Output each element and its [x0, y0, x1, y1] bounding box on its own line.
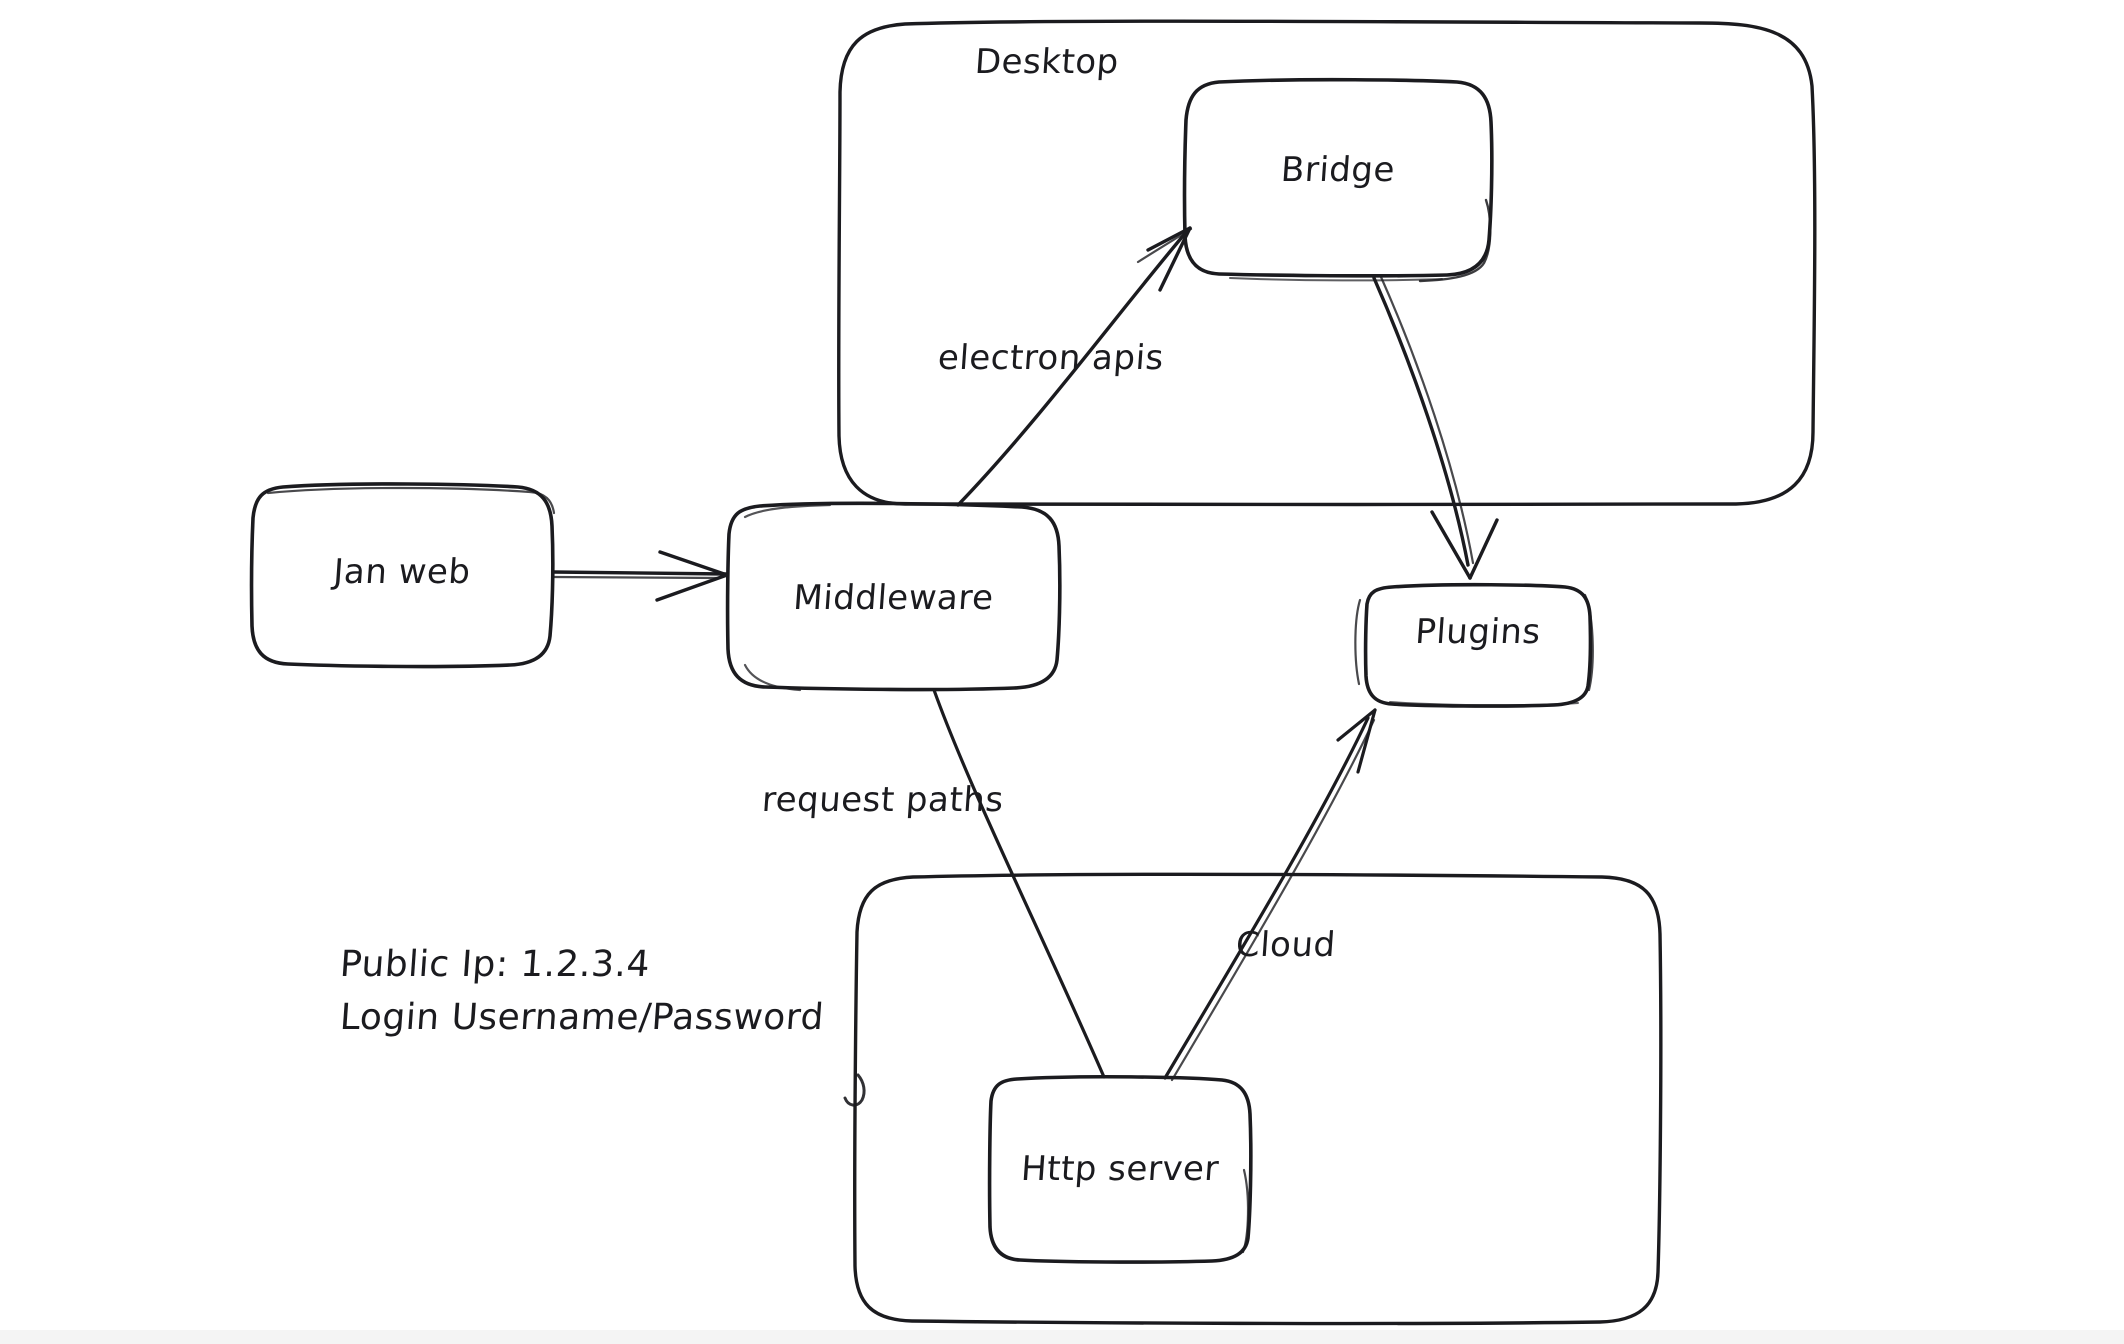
edge-http-server-to-middleware	[932, 688, 1106, 1079]
edge-label-request-paths: request paths	[760, 780, 1005, 820]
edge-middleware-to-bridge	[956, 226, 1193, 507]
node-http-server-outline	[987, 1074, 1253, 1264]
node-middleware-outline	[725, 501, 1062, 692]
edge-bridge-to-plugins	[1372, 275, 1499, 580]
container-cloud-outline	[843, 872, 1663, 1326]
node-label-jan-web: Jan web	[332, 552, 472, 592]
node-label-bridge: Bridge	[1279, 150, 1397, 190]
node-label-http-server: Http server	[1019, 1149, 1221, 1189]
container-desktop-outline	[837, 19, 1817, 507]
node-label-middleware: Middleware	[792, 578, 995, 618]
node-bridge-outline	[1182, 77, 1494, 283]
note-block: Public Ip: 1.2.3.4 Login Username/Passwo…	[338, 944, 826, 1050]
node-plugins-outline	[1354, 582, 1594, 708]
edge-http-server-to-plugins	[1163, 708, 1377, 1082]
node-label-plugins: Plugins	[1413, 612, 1543, 652]
note-login: Login Username/Password	[338, 997, 826, 1038]
container-label-desktop: Desktop	[973, 42, 1121, 82]
note-public-ip: Public Ip: 1.2.3.4	[338, 944, 652, 985]
edge-label-electron-apis: electron apis	[936, 338, 1166, 378]
bottom-edge-strip	[0, 1330, 2124, 1344]
node-jan-web-outline	[249, 482, 556, 669]
edge-jan-web-to-middleware	[551, 550, 729, 602]
edge-label-cloud: Cloud	[1234, 925, 1338, 965]
